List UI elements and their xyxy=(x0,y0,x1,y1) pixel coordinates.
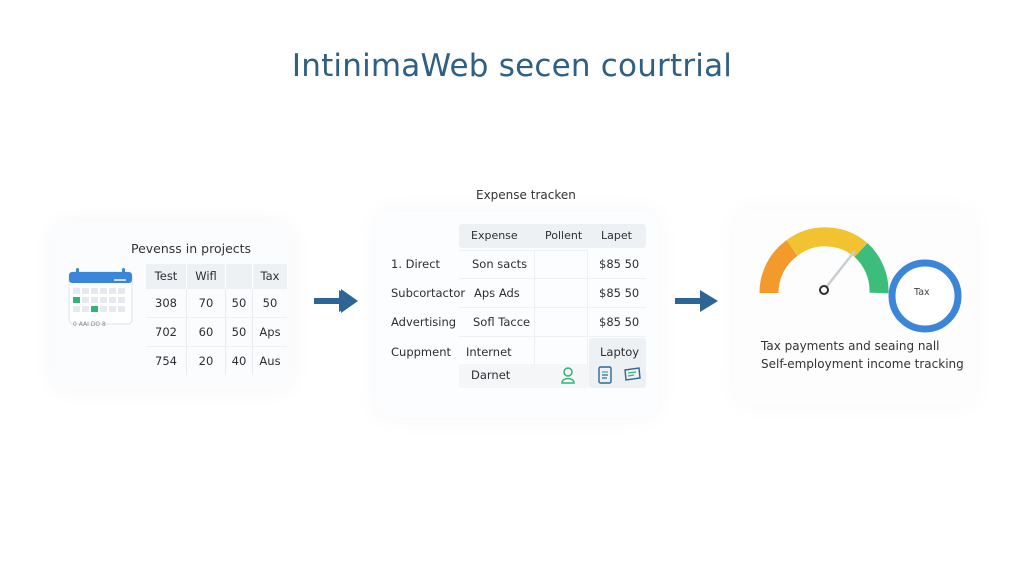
value-cell: $85 50 xyxy=(599,286,640,300)
gauge-segment-orange xyxy=(759,240,798,294)
expense-cell: Son sacts xyxy=(472,257,528,271)
row-label: Advertising xyxy=(391,315,457,329)
calendar-icon xyxy=(68,268,133,325)
arrow-right-icon xyxy=(675,290,718,312)
table-row: 702 60 50 Aps xyxy=(146,317,287,347)
tax-ring-icon xyxy=(888,259,962,333)
table-cell: 60 xyxy=(186,317,226,347)
document-icon xyxy=(598,366,612,384)
table-cell: Aps xyxy=(252,317,287,347)
column-header: Wifl xyxy=(186,264,226,289)
grid-line xyxy=(459,278,646,279)
column-header: Tax xyxy=(252,264,287,289)
grid-line xyxy=(459,307,646,308)
column-header: Expense xyxy=(471,229,518,242)
table-cell: 40 xyxy=(225,346,253,375)
table-cell: 50 xyxy=(225,288,253,318)
table-cell: 20 xyxy=(186,346,226,375)
gauge-segment-yellow xyxy=(786,227,868,258)
projects-heading: Pevenss in projects xyxy=(131,241,252,256)
tax-ring-label: Tax xyxy=(914,287,930,298)
row-label: Cuppment xyxy=(391,345,451,359)
expense-cell: Internet xyxy=(466,345,512,359)
column-header: Pollent xyxy=(545,229,583,242)
table-cell: 50 xyxy=(252,288,287,318)
table-row: 754 20 40 Aus xyxy=(146,346,287,375)
table-cell: 308 xyxy=(146,288,187,318)
column-header xyxy=(225,264,253,289)
expense-caption: Expense tracken xyxy=(476,188,576,202)
value-cell: Laptoy xyxy=(600,345,640,359)
page-title: IntinimaWeb secen courtrial xyxy=(291,48,733,84)
expense-cell: Sofl Tacce xyxy=(473,315,531,329)
value-cell: $85 50 xyxy=(599,315,640,329)
expense-cell: Aps Ads xyxy=(474,286,520,300)
table-cell: 754 xyxy=(146,346,187,375)
grid-line xyxy=(459,336,646,337)
expense-cell: Darnet xyxy=(471,368,511,382)
expense-table-header: Expense Pollent Lapet xyxy=(459,224,646,248)
table-cell: Aus xyxy=(252,346,287,375)
table-cell: 70 xyxy=(186,288,226,318)
projects-table: Test Wifl Tax 308 70 50 50 702 60 50 Aps… xyxy=(146,264,287,375)
gauge-segment-green xyxy=(854,242,889,294)
self-employment-text: Self-employment income tracking xyxy=(761,357,964,371)
table-cell: 50 xyxy=(225,317,253,347)
table-row: 308 70 50 50 xyxy=(146,288,287,318)
calendar-label: 0 AAI DO 8 xyxy=(73,321,106,328)
row-label: Subcortactor xyxy=(391,286,466,300)
table-cell: 702 xyxy=(146,317,187,347)
ticket-icon xyxy=(624,367,641,381)
column-header: Lapet xyxy=(601,229,632,242)
row-label: 1. Direct xyxy=(391,257,441,271)
person-outline-icon xyxy=(561,367,575,384)
gauge-icon xyxy=(759,227,889,295)
arrow-right-icon xyxy=(314,289,358,313)
value-cell: $85 50 xyxy=(599,257,640,271)
table-header-row: Test Wifl Tax xyxy=(146,264,287,289)
tax-payments-text: Tax payments and seaing nall xyxy=(761,339,940,353)
column-header: Test xyxy=(146,264,187,289)
